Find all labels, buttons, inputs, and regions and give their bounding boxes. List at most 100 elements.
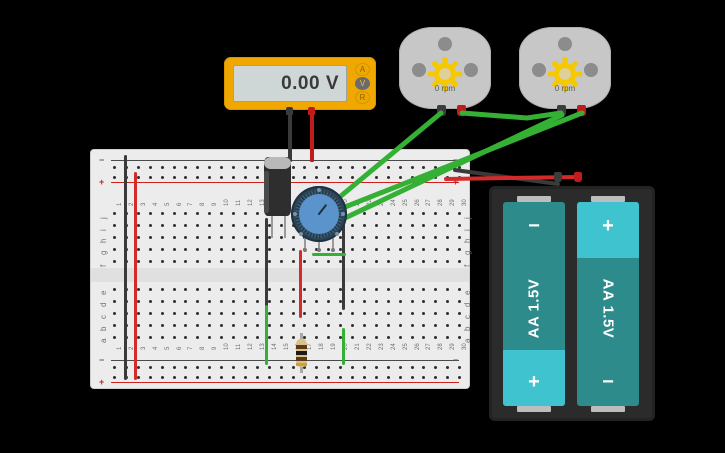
- breadboard-hole[interactable]: [362, 176, 366, 179]
- breadboard-hole[interactable]: [351, 312, 354, 315]
- breadboard-hole[interactable]: [315, 260, 319, 263]
- breadboard-hole[interactable]: [196, 212, 200, 215]
- breadboard-hole[interactable]: [434, 236, 438, 239]
- breadboard-hole[interactable]: [208, 336, 212, 339]
- breadboard-hole[interactable]: [434, 300, 438, 303]
- breadboard-hole[interactable]: [315, 324, 319, 327]
- potentiometer-pin-1[interactable]: [303, 236, 307, 252]
- breadboard-hole[interactable]: [184, 236, 188, 239]
- breadboard-hole[interactable]: [315, 366, 319, 369]
- breadboard-hole[interactable]: [458, 336, 462, 339]
- breadboard-hole[interactable]: [255, 312, 259, 315]
- breadboard-hole[interactable]: [458, 376, 462, 379]
- breadboard-hole[interactable]: [255, 224, 259, 227]
- breadboard-hole[interactable]: [196, 236, 200, 239]
- breadboard-hole[interactable]: [398, 288, 402, 291]
- breadboard-hole[interactable]: [327, 176, 331, 179]
- breadboard-hole[interactable]: [184, 324, 188, 327]
- battery-cell-right[interactable]: + − AA 1.5V: [577, 196, 639, 412]
- breadboard-hole[interactable]: [458, 212, 462, 215]
- aa-battery-holder[interactable]: − + AA 1.5V + − AA 1.5V: [489, 186, 655, 421]
- breadboard-hole[interactable]: [136, 300, 140, 303]
- breadboard-hole[interactable]: [315, 248, 319, 251]
- breadboard-hole[interactable]: [315, 288, 319, 291]
- breadboard-hole[interactable]: [458, 366, 462, 369]
- breadboard-hole[interactable]: [184, 248, 188, 251]
- breadboard-hole[interactable]: [303, 312, 307, 315]
- breadboard-hole[interactable]: [255, 248, 259, 251]
- breadboard-hole[interactable]: [351, 366, 354, 369]
- breadboard-hole[interactable]: [291, 324, 295, 327]
- breadboard-hole[interactable]: [267, 300, 271, 303]
- potentiometer-pin-2[interactable]: [317, 236, 321, 252]
- breadboard-hole[interactable]: [184, 176, 188, 179]
- wire-green-row-f[interactable]: [312, 253, 346, 256]
- breadboard-hole[interactable]: [267, 288, 271, 291]
- breadboard-hole[interactable]: [374, 224, 378, 227]
- breadboard-hole[interactable]: [327, 300, 331, 303]
- breadboard-hole[interactable]: [362, 166, 366, 169]
- battery-positive-lead-tip[interactable]: [574, 172, 582, 182]
- breadboard-hole[interactable]: [339, 236, 343, 239]
- breadboard-hole[interactable]: [267, 312, 271, 315]
- breadboard-hole[interactable]: [208, 212, 212, 215]
- breadboard-hole[interactable]: [279, 336, 283, 339]
- breadboard-hole[interactable]: [279, 288, 283, 291]
- breadboard-hole[interactable]: [196, 260, 200, 263]
- motor-2-positive-terminal[interactable]: [577, 105, 586, 116]
- wire-red-col17[interactable]: [299, 250, 302, 318]
- breadboard-hole[interactable]: [279, 312, 283, 315]
- breadboard-hole[interactable]: [303, 176, 307, 179]
- breadboard-hole[interactable]: [362, 212, 366, 215]
- breadboard-hole[interactable]: [208, 300, 212, 303]
- breadboard-hole[interactable]: [351, 376, 354, 379]
- breadboard-hole[interactable]: [148, 376, 152, 379]
- breadboard-hole[interactable]: [267, 376, 271, 379]
- breadboard-hole[interactable]: [362, 236, 366, 239]
- breadboard-hole[interactable]: [172, 166, 176, 169]
- breadboard-hole[interactable]: [386, 260, 390, 263]
- breadboard-hole[interactable]: [279, 248, 283, 251]
- breadboard-hole[interactable]: [220, 176, 224, 179]
- breadboard-hole[interactable]: [446, 324, 450, 327]
- breadboard-hole[interactable]: [351, 260, 354, 263]
- breadboard-hole[interactable]: [160, 224, 164, 227]
- breadboard-hole[interactable]: [279, 366, 283, 369]
- breadboard-hole[interactable]: [339, 336, 343, 339]
- breadboard-hole[interactable]: [446, 176, 450, 179]
- multimeter-positive-probe-tip[interactable]: [308, 107, 315, 115]
- breadboard-hole[interactable]: [446, 376, 450, 379]
- breadboard-hole[interactable]: [196, 376, 200, 379]
- breadboard-hole[interactable]: [374, 366, 378, 369]
- breadboard-hole[interactable]: [386, 288, 390, 291]
- breadboard-hole[interactable]: [184, 312, 188, 315]
- breadboard-hole[interactable]: [279, 376, 283, 379]
- breadboard-hole[interactable]: [351, 166, 354, 169]
- breadboard-hole[interactable]: [291, 176, 295, 179]
- breadboard-hole[interactable]: [339, 166, 343, 169]
- breadboard-hole[interactable]: [196, 166, 200, 169]
- breadboard-hole[interactable]: [279, 324, 283, 327]
- breadboard-hole[interactable]: [386, 176, 390, 179]
- breadboard-hole[interactable]: [422, 236, 426, 239]
- breadboard-hole[interactable]: [410, 176, 414, 179]
- breadboard-hole[interactable]: [220, 376, 224, 379]
- breadboard-hole[interactable]: [267, 236, 271, 239]
- breadboard-hole[interactable]: [267, 324, 271, 327]
- breadboard-hole[interactable]: [303, 324, 307, 327]
- breadboard-hole[interactable]: [410, 236, 414, 239]
- breadboard-hole[interactable]: [148, 224, 152, 227]
- breadboard-hole[interactable]: [374, 248, 378, 251]
- breadboard-hole[interactable]: [243, 376, 247, 379]
- breadboard-hole[interactable]: [303, 376, 307, 379]
- breadboard-hole[interactable]: [386, 376, 390, 379]
- breadboard-hole[interactable]: [303, 288, 307, 291]
- breadboard-hole[interactable]: [220, 312, 224, 315]
- breadboard-hole[interactable]: [303, 260, 307, 263]
- breadboard-hole[interactable]: [351, 212, 354, 215]
- breadboard-hole[interactable]: [386, 336, 390, 339]
- breadboard-hole[interactable]: [232, 312, 235, 315]
- breadboard-hole[interactable]: [422, 248, 426, 251]
- breadboard-hole[interactable]: [113, 288, 116, 291]
- breadboard-hole[interactable]: [208, 312, 212, 315]
